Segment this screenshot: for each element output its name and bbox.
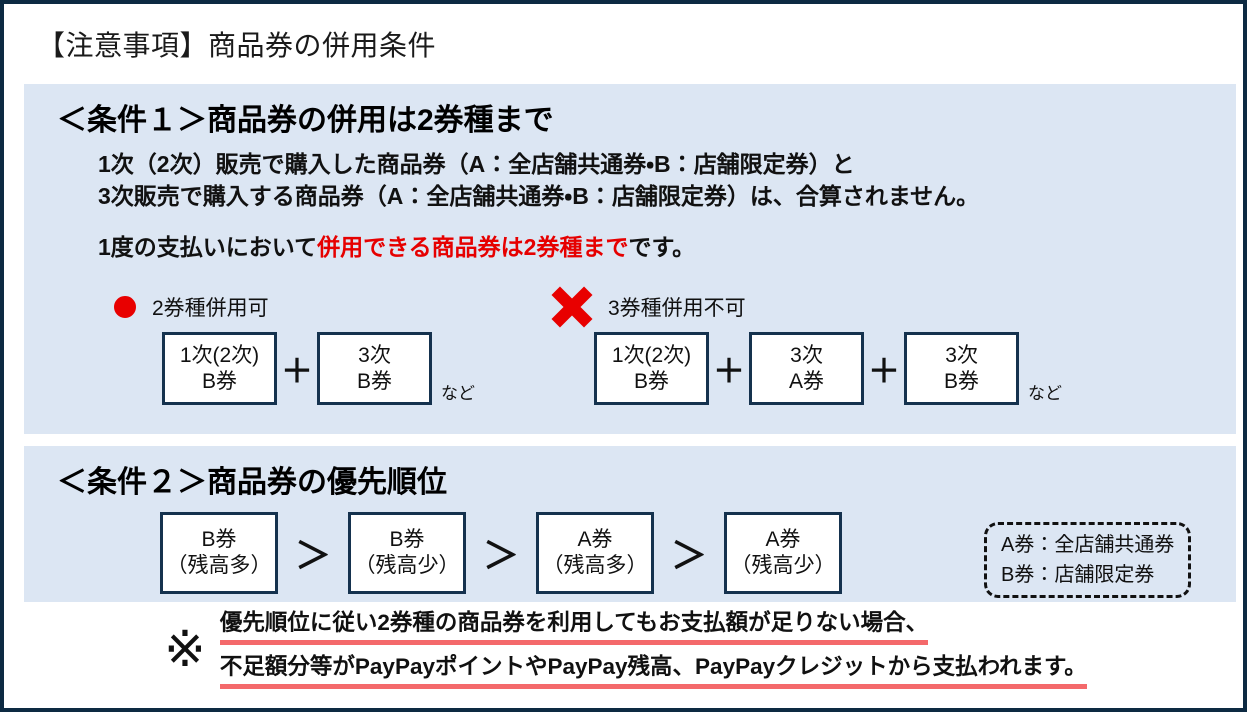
rule-highlight: 併用できる商品券は2券種まで [317,234,629,260]
etc-label: など [441,384,476,403]
footnote-line2: 不足額分等がPayPayポイントやPayPay残高、PayPayクレジットから支… [219,649,1087,689]
ok-circle-icon [114,296,136,318]
ticket-line1: 3次 [790,344,823,368]
ticket-line1: 1次(2次) [611,344,692,368]
priority-line2: （残高少） [730,554,836,577]
ticket-box: 1次(2次) B券 [162,332,277,405]
reference-mark-icon: ※ [164,621,206,677]
priority-row: B券 （残高多） ＞ B券 （残高少） ＞ A券 （残高多） ＞ A券 （残高少… [160,512,843,594]
ticket-line2: B券 [201,369,237,393]
ok-example-group: 2券種併用可 1次(2次) B券 ＋ 3次 B券 など [114,286,475,405]
footnote-lines: 優先順位に従い2券種の商品券を利用してもお支払額が足りない場合、 不足額分等がP… [219,605,1087,693]
ticket-box: 1次(2次) B券 [594,332,709,405]
ng-cross-icon [552,287,592,327]
footnote: ※ 優先順位に従い2券種の商品券を利用してもお支払額が足りない場合、 不足額分等… [164,605,1087,693]
greater-than-separator: ＞ [295,535,332,576]
ng-example-group: 3券種併用不可 1次(2次) B券 ＋ 3次 A券 ＋ 3次 B券 など [552,286,1062,405]
legend-line2: B券：店舗限定券 [1001,564,1155,586]
ng-ticket-row: 1次(2次) B券 ＋ 3次 A券 ＋ 3次 B券 など [594,332,1062,405]
priority-line1: B券 [201,527,237,551]
priority-line2: （残高少） [354,554,460,577]
condition2-heading: ＜条件２＞商品券の優先順位 [57,466,447,499]
priority-line1: A券 [765,527,801,551]
priority-box: B券 （残高多） [160,512,278,594]
ng-example-header: 3券種併用不可 [552,286,1062,328]
ok-ticket-row: 1次(2次) B券 ＋ 3次 B券 など [162,332,475,405]
ticket-line1: 3次 [358,344,391,368]
condition1-panel: ＜条件１＞商品券の併用は2券種まで 1次（2次）販売で購入した商品券（A：全店舗… [24,84,1236,434]
ticket-line2: A券 [789,369,825,393]
priority-box: A券 （残高少） [724,512,843,594]
ticket-line1: 1次(2次) [179,344,260,368]
ticket-box: 3次 A券 [749,332,865,405]
ok-example-header: 2券種併用可 [114,286,475,328]
ticket-line1: 3次 [945,344,978,368]
condition1-body-line2: 3次販売で購入する商品券（A：全店舗共通券・B：店舗限定券）は、合算されません。 [98,183,980,209]
priority-line1: B券 [389,527,425,551]
priority-line2: （残高多） [542,554,648,577]
priority-line1: A券 [577,527,613,551]
condition1-body-line1: 1次（2次）販売で購入した商品券（A：全店舗共通券・B：店舗限定券）と [98,151,855,177]
priority-box: A券 （残高多） [536,512,655,594]
ok-example-label: 2券種併用可 [152,297,269,320]
condition1-rule: 1度の支払いにおいて併用できる商品券は2券種までです。 [98,228,695,262]
greater-than-separator: ＞ [671,535,708,576]
greater-than-separator: ＞ [483,535,520,576]
page-title: 【注意事項】商品券の併用条件 [37,30,437,61]
legend-line1: A券：全店舗共通券 [1001,534,1175,556]
ticket-box: 3次 B券 [904,332,1020,405]
ticket-line2: B券 [357,369,393,393]
condition1-heading: ＜条件１＞商品券の併用は2券種まで [57,104,554,137]
etc-label: など [1028,384,1063,403]
condition2-panel: ＜条件２＞商品券の優先順位 B券 （残高多） ＞ B券 （残高少） ＞ A券 （… [24,446,1236,602]
rule-suffix: です。 [628,234,696,260]
ticket-line2: B券 [633,369,669,393]
plus-icon: ＋ [713,352,746,389]
priority-box: B券 （残高少） [348,512,467,594]
plus-icon: ＋ [281,352,314,389]
condition1-body: 1次（2次）販売で購入した商品券（A：全店舗共通券・B：店舗限定券）と 3次販売… [98,148,979,212]
footnote-line1: 優先順位に従い2券種の商品券を利用してもお支払額が足りない場合、 [219,605,929,645]
rule-prefix: 1度の支払いにおいて [98,234,318,260]
ticket-type-legend: A券：全店舗共通券 B券：店舗限定券 [984,522,1192,598]
ticket-box: 3次 B券 [317,332,433,405]
priority-line2: （残高多） [166,554,272,577]
plus-icon: ＋ [868,352,901,389]
ticket-line2: B券 [944,369,980,393]
ng-example-label: 3券種併用不可 [608,297,746,320]
